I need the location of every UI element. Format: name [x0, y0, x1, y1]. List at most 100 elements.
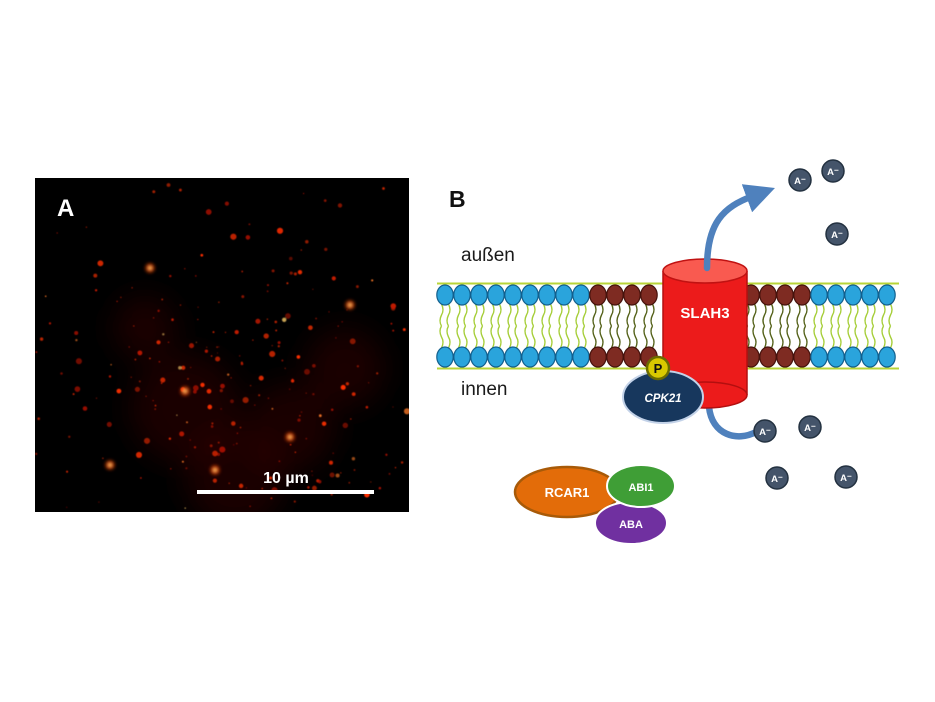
- lipid-tail: [762, 325, 767, 349]
- fluorescence-dot: [178, 365, 182, 370]
- fluorescence-dot: [371, 279, 374, 282]
- lipid-tail: [762, 303, 767, 327]
- lipid-tail: [847, 325, 852, 349]
- lipid-tail: [531, 325, 536, 349]
- fluorescence-dot: [224, 201, 229, 206]
- intracellular-label: innen: [461, 379, 508, 400]
- lipid-head-dark: [776, 284, 794, 306]
- lipid-head: [538, 284, 556, 306]
- fluorescence-dot: [152, 400, 154, 402]
- lipid-tail: [837, 303, 842, 327]
- lipid-head: [470, 284, 488, 306]
- fluorescence-dot: [37, 417, 40, 420]
- fluorescence-dot: [181, 460, 184, 463]
- lipid-tail: [888, 303, 893, 327]
- lipid-head: [861, 346, 879, 368]
- anion-ions: A⁻A⁻A⁻A⁻A⁻A⁻A⁻: [753, 159, 858, 490]
- fluorescence-dot: [340, 472, 342, 474]
- fluorescence-dot: [60, 372, 63, 375]
- panel-b-diagram: B außen innen SLAH3 CPK21 P: [436, 159, 899, 545]
- fluorescence-dot: [145, 395, 147, 397]
- fluorescence-dot: [234, 329, 239, 335]
- lipid-tail: [548, 325, 553, 349]
- anion: A⁻: [765, 466, 789, 490]
- fluorescence-dot: [186, 421, 188, 424]
- fluorescence-dot: [56, 232, 58, 234]
- fluorescence-dot: [131, 287, 133, 289]
- lipid-tail: [507, 325, 512, 349]
- anion-circle: [834, 465, 858, 489]
- lipid-tail: [463, 303, 468, 327]
- lipid-tail: [881, 303, 886, 327]
- fluorescence-dot: [308, 325, 313, 331]
- fluorescence-dot: [285, 313, 291, 319]
- lipid-tail: [864, 325, 869, 349]
- fluorescence-dot: [116, 300, 118, 303]
- lipid-tail: [541, 325, 546, 349]
- fluorescence-dot: [321, 421, 327, 426]
- phosphate-label: P: [654, 361, 663, 376]
- fluorescence-dot: [133, 325, 135, 327]
- anion: A⁻: [753, 419, 777, 443]
- lipid-head-dark: [640, 284, 658, 306]
- haze-blob: [305, 328, 385, 408]
- fluorescence-dot: [110, 364, 112, 366]
- fluorescence-dot: [192, 385, 199, 391]
- fluorescence-dot: [233, 444, 235, 446]
- fluorescence-dot: [160, 382, 163, 384]
- fluorescence-dot: [281, 359, 284, 362]
- lipid-tail: [813, 303, 818, 327]
- bright-spot-core: [148, 266, 152, 270]
- lipid-tail: [626, 303, 631, 327]
- lipid-head: [436, 284, 454, 306]
- fluorescence-dot: [152, 190, 156, 194]
- fluorescence-dot: [318, 414, 322, 418]
- fluorescence-dot: [348, 481, 351, 484]
- fluorescence-dot: [162, 333, 165, 336]
- bright-spot-core: [288, 435, 292, 439]
- fluorescence-dot: [353, 469, 356, 471]
- fluorescence-dot: [367, 382, 370, 384]
- fluorescence-dot: [231, 421, 236, 426]
- fluorescence-dot: [266, 318, 269, 320]
- fluorescence-dot: [166, 183, 171, 187]
- lipid-tail: [881, 325, 886, 349]
- fluorescence-dot: [48, 322, 52, 325]
- lipid-head: [844, 346, 862, 368]
- fluorescence-dot: [134, 386, 140, 392]
- fluorescence-dot: [271, 344, 273, 347]
- lipid-tail: [524, 303, 529, 327]
- fluorescence-dot: [200, 382, 205, 388]
- panel-a-micrograph: A 10 µm: [35, 178, 411, 528]
- lipid-tail: [820, 325, 825, 349]
- fluorescence-dot: [270, 497, 273, 500]
- kinase-label: CPK21: [644, 393, 681, 405]
- anion-circle: [798, 415, 822, 439]
- fluorescence-dot: [228, 482, 230, 484]
- fluorescence-dot: [216, 346, 218, 348]
- lipid-tail: [609, 303, 614, 327]
- bright-spot-core: [213, 468, 217, 472]
- fluorescence-dot: [94, 289, 98, 292]
- lipid-tail: [456, 325, 461, 349]
- anion-label: A⁻: [759, 427, 771, 438]
- fluorescence-dot: [178, 188, 182, 192]
- lipid-head-dark: [589, 284, 607, 306]
- lipid-tail: [456, 303, 461, 327]
- lipid-head: [878, 346, 896, 368]
- fluorescence-dot: [143, 437, 151, 444]
- fluorescence-dot: [204, 349, 209, 353]
- anion-label: A⁻: [771, 474, 783, 485]
- lipid-head-dark: [623, 346, 641, 368]
- fluorescence-dot: [193, 389, 197, 394]
- lipid-tail: [599, 303, 604, 327]
- fluorescence-dot: [35, 452, 38, 456]
- fluorescence-dot: [355, 285, 359, 289]
- lipid-tail: [507, 303, 512, 327]
- fluorescence-dot: [288, 388, 291, 390]
- fluorescence-dot: [278, 460, 281, 463]
- fluorescence-dot: [323, 199, 327, 202]
- fluorescence-dot: [197, 306, 199, 308]
- lipid-tail: [446, 303, 451, 327]
- fluorescence-dot: [195, 341, 198, 344]
